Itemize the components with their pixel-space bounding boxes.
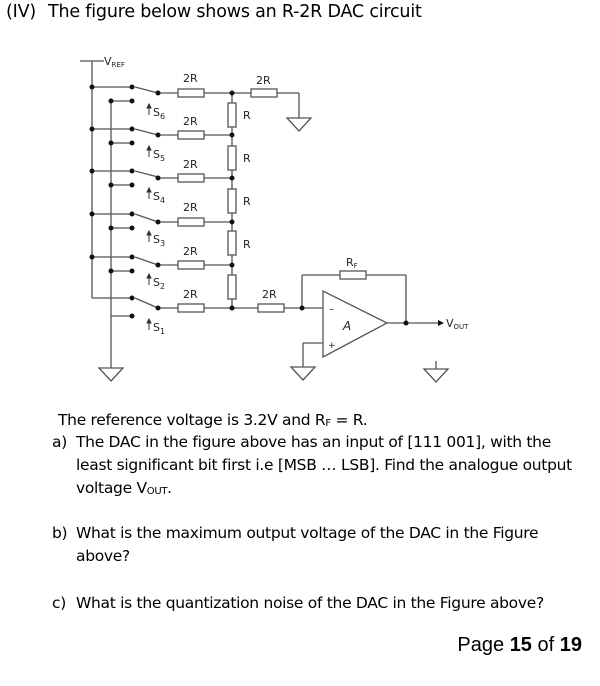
section-heading: (IV) The figure below shows an R-2R DAC c… [6, 2, 422, 22]
vref-label: VREF [104, 55, 125, 69]
ground-icon [422, 368, 450, 383]
resistor-r-ladder-2 [227, 145, 237, 171]
resistor-2r-s6 [177, 88, 205, 98]
section-number: (IV) [6, 2, 36, 22]
resistor-r-ladder-4 [227, 230, 237, 256]
label-2r: 2R [183, 201, 198, 214]
label-2r: 2R [183, 72, 198, 85]
opamp-label: A [342, 319, 351, 333]
label-r: R [243, 238, 251, 251]
label-r: R [243, 109, 251, 122]
label-2r: 2R [183, 245, 198, 258]
resistor-2r-s3 [177, 217, 205, 227]
resistor-2r-s1 [177, 303, 205, 313]
resistor-r-ladder-5 [227, 274, 237, 300]
label-2r: 2R [183, 115, 198, 128]
label-2r: 2R [183, 288, 198, 301]
resistor-2r-s5 [177, 130, 205, 140]
opamp-plus: + [328, 341, 336, 351]
resistor-r-ladder-1 [227, 102, 237, 128]
problem-intro: The reference voltage is 3.2V and RF = R… [58, 411, 368, 429]
switch-label-s1: S1 [153, 321, 165, 336]
resistor-r-ladder-3 [227, 188, 237, 214]
ground-icon [285, 117, 313, 132]
label-rf: RF [346, 256, 358, 270]
switch-label-s2: S2 [153, 276, 165, 291]
opamp-minus: – [329, 304, 334, 315]
switch-label-s4: S4 [153, 190, 165, 205]
resistor-2r-s4 [177, 173, 205, 183]
resistor-rf-feedback [339, 270, 367, 280]
output-arrow-icon [438, 320, 444, 326]
switch-label-s5: S5 [153, 148, 165, 163]
resistor-2r-s2 [177, 260, 205, 270]
ground-icon [97, 367, 125, 382]
switch-label-s6: S6 [153, 106, 165, 121]
resistor-2r-termination [250, 88, 278, 98]
label-r: R [243, 195, 251, 208]
question-c: c) What is the quantization noise of the… [52, 594, 544, 612]
vout-label: VOUT [446, 317, 469, 331]
page-number: Page 15 of 19 [457, 634, 582, 656]
question-b: b) What is the maximum output voltage of… [52, 524, 539, 565]
section-title: The figure below shows an R-2R DAC circu… [48, 2, 422, 22]
switch-label-s3: S3 [153, 233, 165, 248]
switch-arrow-icons [146, 102, 152, 330]
label-2r: 2R [183, 158, 198, 171]
resistor-2r-input [257, 303, 285, 313]
label-2r-input: 2R [262, 288, 277, 301]
label-r: R [243, 152, 251, 165]
ground-icon [289, 366, 317, 381]
opamp-triangle [322, 289, 389, 359]
r2r-dac-circuit-diagram: VREF S6 S5 S4 S3 S2 S1 2R 2R 2R 2R 2R 2R… [80, 55, 469, 383]
question-a: a) The DAC in the figure above has an in… [52, 433, 572, 497]
label-2r-termination: 2R [256, 74, 271, 87]
